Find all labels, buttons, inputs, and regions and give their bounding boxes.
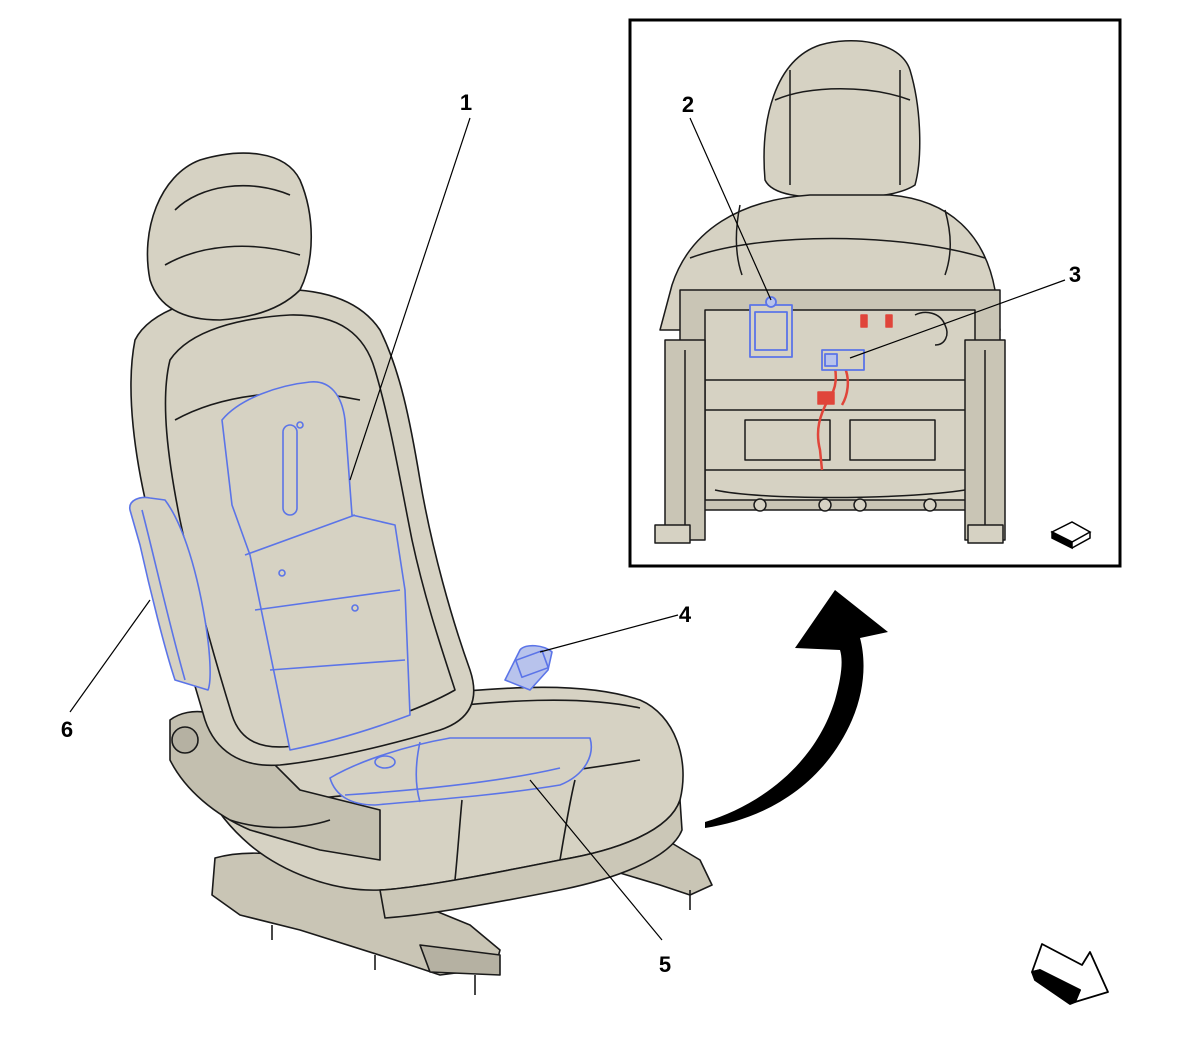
side-airbag-module: [129, 496, 211, 691]
sensor-slot: [282, 424, 298, 516]
front-direction-arrow-icon: [1031, 943, 1109, 1005]
callout-3: 3: [1069, 262, 1081, 287]
leader-lines: [69, 117, 1066, 941]
buckle-sensor-module: [504, 644, 553, 691]
headrest: [146, 152, 312, 321]
inset-view: [628, 18, 1122, 568]
seat-cushion-sensor-mat: [329, 737, 592, 806]
seat-back-sensor-mat: [221, 381, 411, 751]
inset-seat-rear: [654, 40, 1006, 544]
seat-assembly: [130, 152, 713, 995]
callout-labels: 1 2 3 4 5 6: [61, 90, 1081, 977]
callout-1: 1: [460, 90, 472, 115]
highlighted-components: [129, 381, 592, 806]
callout-2: 2: [682, 92, 694, 117]
callout-4: 4: [679, 602, 692, 627]
curved-arrow-icon: [705, 590, 888, 828]
seat-cushion-front: [379, 799, 683, 919]
callout-6: 6: [61, 717, 73, 742]
view-orientation-icon: [1050, 521, 1092, 550]
callout-5: 5: [659, 952, 671, 977]
